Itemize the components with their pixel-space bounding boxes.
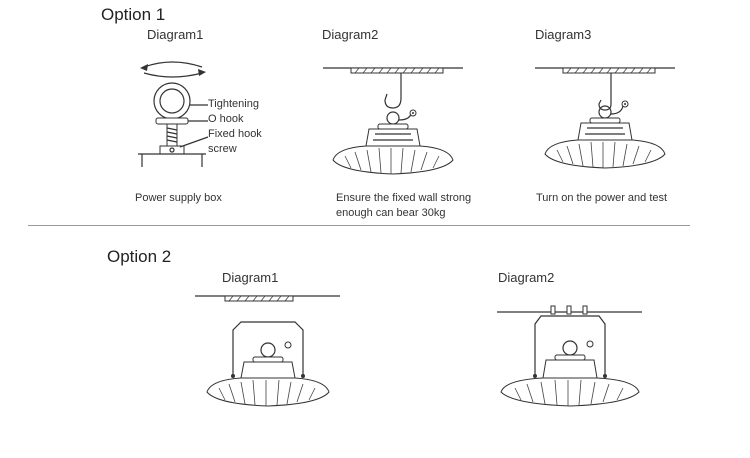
option1-diagram1-caption: Power supply box	[135, 192, 222, 204]
option2-title: Option 2	[107, 247, 172, 266]
option1-diagram3-caption: Turn on the power and test	[536, 192, 668, 204]
label-o-hook: O hook	[208, 113, 244, 125]
label-fixed-hook: Fixed hook	[208, 128, 262, 140]
option1-title: Option 1	[101, 5, 166, 24]
bracket-lamp-diagram-2	[497, 305, 642, 407]
label-tightening: Tightening	[208, 98, 259, 110]
option1-diagram2-title: Diagram2	[322, 27, 379, 42]
option2-diagram1-title: Diagram1	[222, 270, 279, 285]
option2-diagram2-title: Diagram2	[498, 270, 555, 285]
section-divider	[28, 225, 690, 226]
label-screw: screw	[208, 143, 237, 155]
option1-diagram1-title: Diagram1	[147, 27, 204, 42]
option1-diagram2-caption-line1: Ensure the fixed wall strong	[336, 192, 472, 204]
bracket-lamp-diagram-1	[195, 295, 340, 407]
hang-hook-diagram	[323, 67, 463, 175]
hooked-lamp-diagram	[535, 67, 675, 169]
option1-diagram2-caption-line2: enough can bear 30kg	[336, 207, 446, 219]
option1-diagram3-title: Diagram3	[535, 27, 592, 42]
o-hook-diagram	[138, 61, 209, 167]
